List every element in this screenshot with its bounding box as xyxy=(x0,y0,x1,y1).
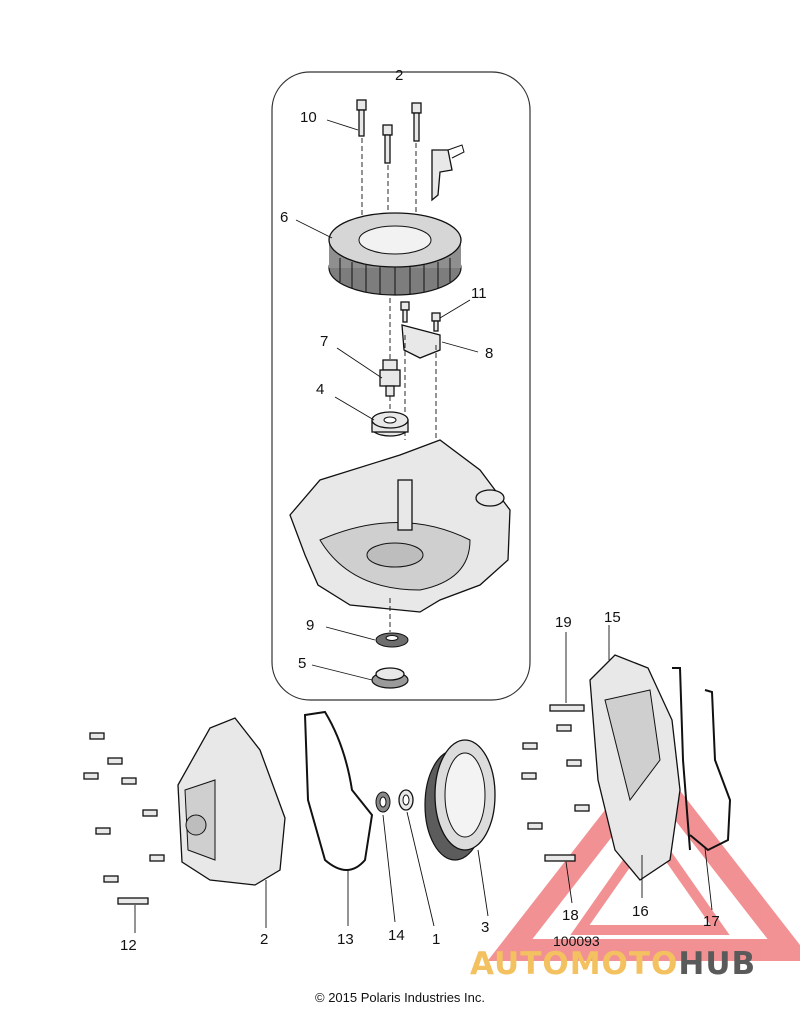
stator-6 xyxy=(328,144,465,296)
sensor-7 xyxy=(379,298,401,410)
watermark-text: AUTOMOTOHUB xyxy=(470,946,756,982)
callout-19: 19 xyxy=(555,614,572,631)
gasket-13 xyxy=(303,710,374,871)
gasket-17 xyxy=(689,689,732,852)
callout-2-bottom: 2 xyxy=(260,931,268,948)
callout-11: 11 xyxy=(471,285,487,302)
watermark-logo-icon xyxy=(487,752,800,961)
document-number: 100093 xyxy=(553,933,600,949)
gasket-16 xyxy=(672,667,691,851)
washer-1 xyxy=(398,789,414,811)
callout-5: 5 xyxy=(298,655,306,672)
callout-8: 8 xyxy=(485,345,493,362)
callout-labels: 2 10 6 11 7 8 4 9 5 19 15 12 2 13 14 1 3… xyxy=(120,67,720,954)
callout-4: 4 xyxy=(316,381,324,398)
callout-9: 9 xyxy=(306,617,314,634)
bracket-8 xyxy=(400,301,441,460)
copyright-footer: © 2015 Polaris Industries Inc. xyxy=(315,990,485,1005)
watermark-text-b: HUB xyxy=(678,946,757,982)
crankcase-housing xyxy=(289,439,511,613)
seal-9 xyxy=(375,632,409,648)
callout-10: 10 xyxy=(300,109,317,126)
callout-16: 16 xyxy=(632,903,649,920)
right-cover-15 xyxy=(589,654,681,881)
callout-2-top: 2 xyxy=(395,67,403,84)
watermark-text-a: AUTOMOTO xyxy=(470,946,679,982)
callout-7: 7 xyxy=(320,333,328,350)
bolt-10-group xyxy=(356,99,422,240)
callout-1: 1 xyxy=(432,931,440,948)
leader-lines xyxy=(134,119,713,933)
spacer-4 xyxy=(371,411,409,437)
left-cover-2 xyxy=(177,717,286,886)
assembly-group-box xyxy=(271,71,531,701)
callout-17: 17 xyxy=(703,913,720,930)
callout-15: 15 xyxy=(604,609,621,626)
washer-14 xyxy=(375,791,391,813)
cap-5 xyxy=(371,667,409,689)
bolt-10c xyxy=(411,102,422,142)
bolt-10a xyxy=(356,99,367,137)
callout-18: 18 xyxy=(562,907,579,924)
callout-3: 3 xyxy=(481,919,489,936)
callout-12: 12 xyxy=(120,937,137,954)
callout-14: 14 xyxy=(388,927,405,944)
callout-13: 13 xyxy=(337,931,354,948)
flywheel-3 xyxy=(424,739,496,861)
bolt-10b xyxy=(382,124,393,164)
bolt-12-group xyxy=(83,732,165,905)
callout-6: 6 xyxy=(280,209,288,226)
bolt-18-19-group xyxy=(521,704,590,862)
